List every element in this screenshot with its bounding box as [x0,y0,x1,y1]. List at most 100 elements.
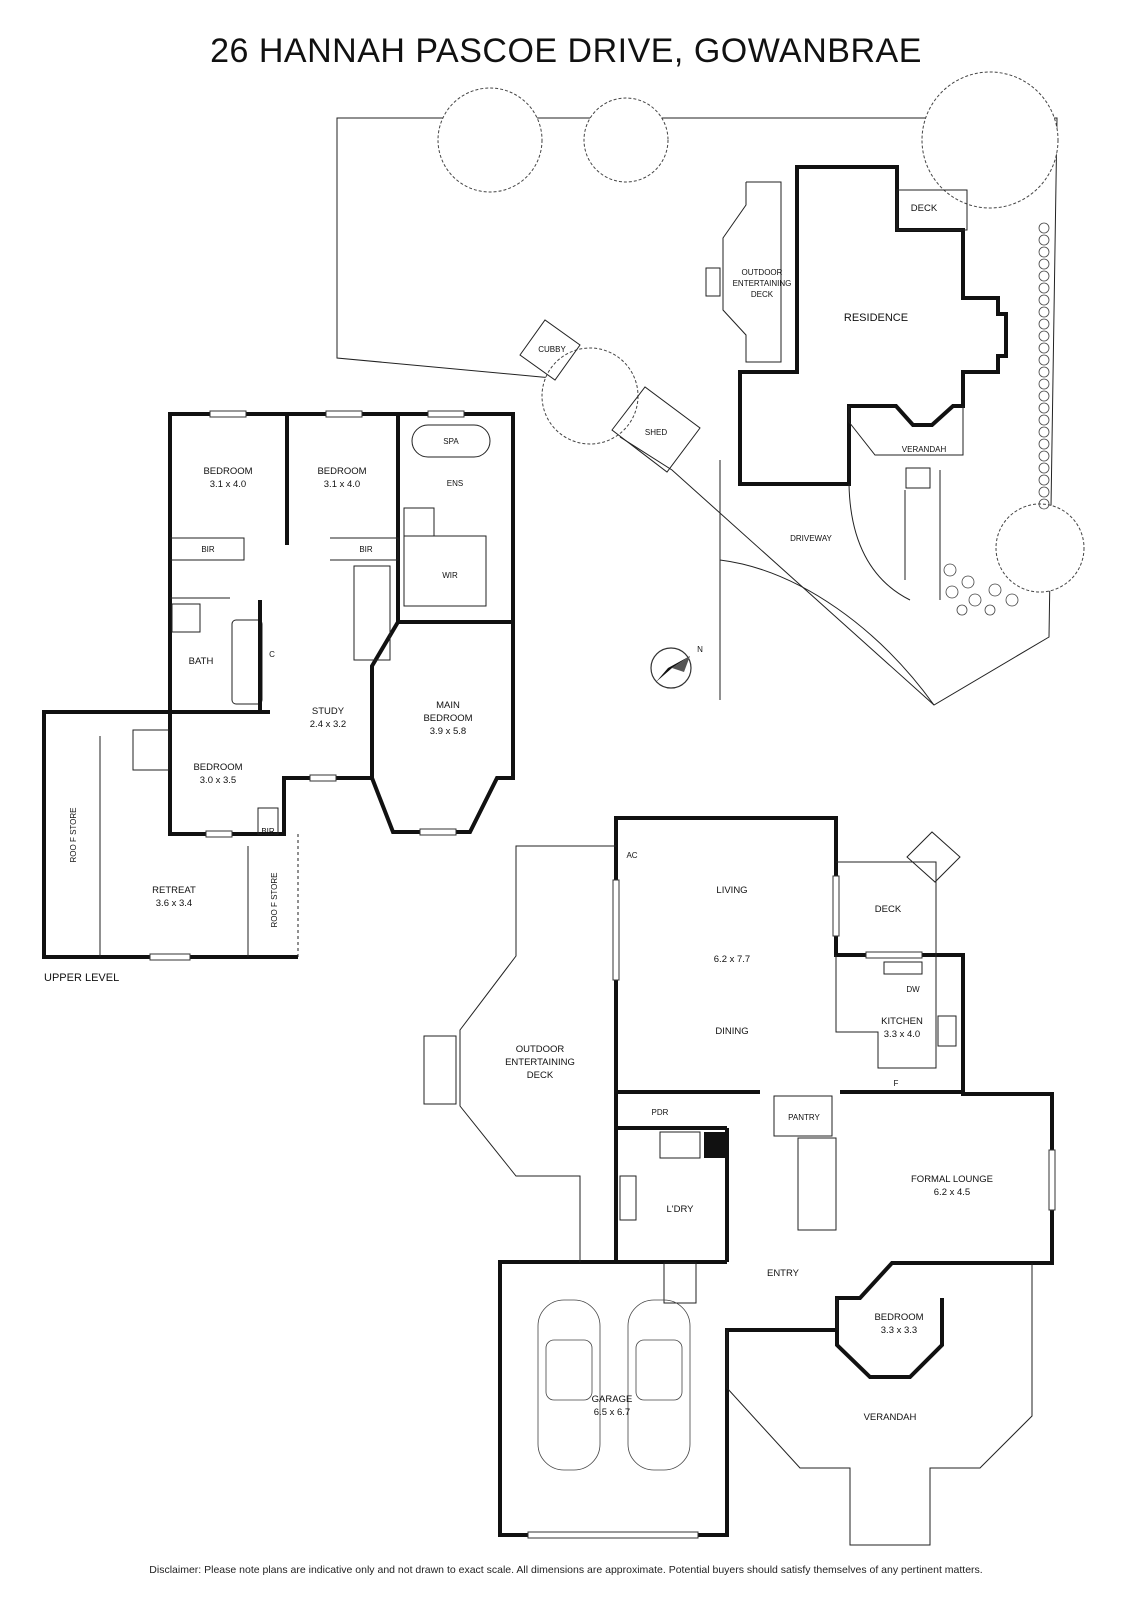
site-verandah-steps [905,467,931,489]
ground-window [1048,1149,1056,1211]
upper-bedroom-3-size: 3.0 x 3.5 [200,775,236,786]
tree-icon [541,347,639,445]
ground-sink [883,961,923,975]
ground-formal-lounge-size: 6.2 x 4.5 [934,1187,970,1198]
ground-outdoor-deck [459,845,616,1262]
ground-bedroom-name: BEDROOM [874,1312,923,1323]
north-arrow-icon [650,647,692,689]
ground-dining-name: DINING [715,1026,748,1037]
site-verandah [848,406,964,456]
ground-kitchen-name: KITCHEN [881,1016,923,1027]
upper-study-name: STUDY [312,706,345,717]
ground-fridge-label: F [894,1079,899,1088]
upper-window [149,953,191,961]
upper-bedroom-1-name: BEDROOM [203,466,252,477]
upper-window [309,774,337,782]
upper-window [325,410,363,418]
ground-deck [836,861,937,955]
ground-bedroom-size: 3.3 x 3.3 [881,1325,917,1336]
upper-spa-label: SPA [443,437,459,446]
ground-deck-steps [906,831,961,883]
upper-bedroom-1-size: 3.1 x 4.0 [210,479,246,490]
ground-kitchen-size: 3.3 x 4.0 [884,1029,920,1040]
upper-level-plan [42,410,515,961]
upper-main-bedroom-name: MAIN [436,700,460,711]
upper-bir-3-label: BIR [261,827,275,836]
upper-wir [403,535,487,607]
upper-roof-store-2-label: ROO F STORE [270,873,279,928]
ground-ldry-bench [619,1175,637,1221]
hedge [1038,222,1050,510]
ground-outdoor-deck-label-1: OUTDOOR [516,1044,565,1055]
upper-retreat-stairs [132,729,170,771]
upper-stairs [353,565,391,661]
ground-living-wall [614,816,1054,1330]
disclaimer-text: Disclaimer: Please note plans are indica… [149,1564,983,1576]
upper-main-bedroom-name2: BEDROOM [423,713,472,724]
ground-garage-door [527,1531,699,1539]
upper-bir-2-label: BIR [359,545,373,554]
ground-outdoor-deck-label-2: ENTERTAINING [505,1057,575,1068]
upper-bedroom-2-size: 3.1 x 4.0 [324,479,360,490]
car-icon [627,1299,691,1471]
upper-window [205,830,233,838]
site-cubby-label: CUBBY [538,345,566,354]
ground-dw-label: DW [906,985,920,994]
ground-outdoor-deck-steps [423,1035,457,1105]
site-plan [336,71,1085,706]
site-verandah-label: VERANDAH [902,445,947,454]
upper-bath-label: BATH [189,656,214,667]
ground-left-wall [498,1092,944,1537]
site-boundary [336,117,1058,706]
upper-spa [411,424,491,458]
upper-level-caption: UPPER LEVEL [44,972,119,984]
ground-window [865,951,923,959]
ground-garage-name: GARAGE [592,1394,633,1405]
ground-pdr-label: PDR [652,1108,669,1117]
ground-window [612,879,620,981]
site-outdoor-deck [722,181,782,363]
plan-title: 26 HANNAH PASCOE DRIVE, GOWANBRAE [210,32,922,70]
upper-wir-label: WIR [442,571,458,580]
upper-retreat-name: RETREAT [152,885,196,896]
ground-ldry-sink [659,1131,701,1159]
upper-study-size: 2.4 x 3.2 [310,719,346,730]
upper-bir-1 [170,537,245,561]
ground-ldry-box [704,1132,726,1158]
upper-bir-3 [257,807,279,835]
tree-icon [921,71,1059,209]
site-shed [611,386,701,473]
site-deck [896,189,968,231]
upper-bath-tub [231,619,263,705]
site-outdoor-deck-label-2: ENTERTAINING [733,279,792,288]
upper-bedroom-3-name: BEDROOM [193,762,242,773]
ground-outdoor-deck-label-3: DECK [527,1070,554,1081]
ground-garage-size: 6.5 x 6.7 [594,1407,630,1418]
ground-living-name: LIVING [716,885,747,896]
site-residence [738,165,1008,486]
upper-ens-label: ENS [447,479,463,488]
tree-icon [437,87,543,193]
site-outdoor-deck-label-1: OUTDOOR [742,268,783,277]
ground-formal-lounge-name: FORMAL LOUNGE [911,1174,993,1185]
upper-bir-2 [330,537,399,561]
site-residence-label: RESIDENCE [844,312,908,324]
upper-bedroom-2-name: BEDROOM [317,466,366,477]
upper-bath-shower [171,603,201,633]
upper-cupboard-label: C [269,650,275,659]
site-outdoor-deck-label-3: DECK [751,290,774,299]
upper-window [427,410,465,418]
upper-shower [403,507,435,537]
site-cubby [519,319,581,381]
upper-bir-1-label: BIR [201,545,215,554]
ground-stairs [797,1137,837,1231]
site-deck-stairs [705,267,721,297]
site-deck-label: DECK [911,203,938,214]
site-driveway [719,460,941,706]
upper-window [419,828,457,836]
upper-roof-store-1-label: ROO F STORE [69,808,78,863]
site-shed-label: SHED [645,428,667,437]
upper-retreat-size: 3.6 x 3.4 [156,898,192,909]
ground-deck-label: DECK [875,904,902,915]
